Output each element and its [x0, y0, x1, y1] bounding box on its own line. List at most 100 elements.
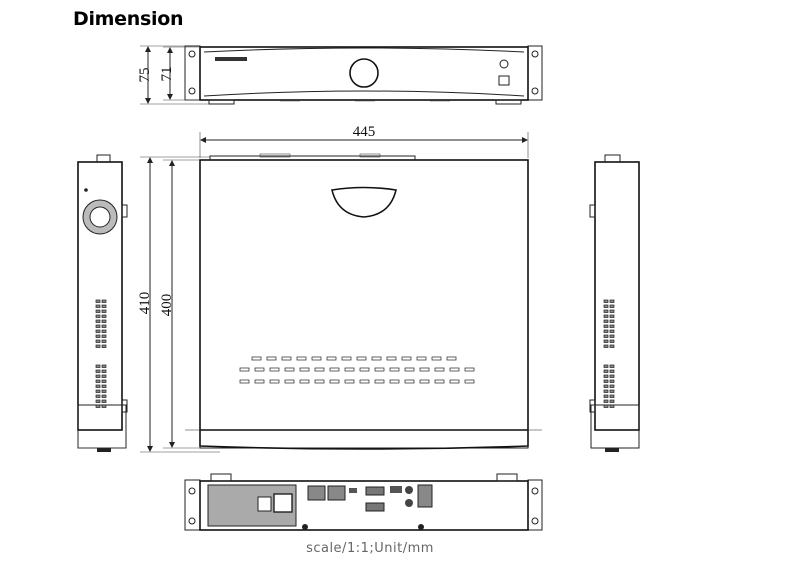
vent-slot	[446, 356, 457, 361]
vent-slot	[254, 367, 265, 372]
vent-slot	[603, 404, 609, 408]
vent-slot	[344, 379, 355, 384]
vent-slot	[269, 379, 280, 384]
vent-slot	[284, 367, 295, 372]
vent-slot	[95, 384, 101, 388]
vent-slot	[95, 389, 101, 393]
vent-slot	[239, 367, 250, 372]
vent-slot	[609, 389, 615, 393]
vent-slot	[356, 356, 367, 361]
vent-slot	[609, 304, 615, 308]
vent-slot	[609, 324, 615, 328]
vent-slot	[95, 324, 101, 328]
vent-slot	[609, 329, 615, 333]
vent-slot	[95, 309, 101, 313]
vent-slot	[101, 379, 107, 383]
vent-slot	[101, 394, 107, 398]
vent-slot	[603, 299, 609, 303]
vent-slot	[269, 367, 280, 372]
vent-slot	[449, 379, 460, 384]
vent-slot	[603, 379, 609, 383]
vent-slot	[95, 394, 101, 398]
vent-slot	[464, 379, 475, 384]
vent-slot	[603, 334, 609, 338]
vent-slot	[101, 334, 107, 338]
vent-slot	[95, 339, 101, 343]
vent-slot	[101, 344, 107, 348]
vent-slot	[101, 384, 107, 388]
vent-slot	[609, 339, 615, 343]
front-view: 75 71	[137, 45, 543, 105]
vent-slot	[389, 367, 400, 372]
vent-slot	[101, 314, 107, 318]
dim-front-height-overall: 75	[137, 68, 153, 83]
vent-slot	[404, 367, 415, 372]
vent-slot	[299, 367, 310, 372]
vent-slot	[95, 314, 101, 318]
vent-slot	[329, 379, 340, 384]
vent-slot	[603, 364, 609, 368]
vent-slot	[603, 394, 609, 398]
vent-slot	[95, 404, 101, 408]
vent-slot	[374, 379, 385, 384]
vent-slot	[603, 309, 609, 313]
vent-slot	[101, 309, 107, 313]
vent-slot	[404, 379, 415, 384]
vent-slot	[101, 374, 107, 378]
vent-slot	[374, 367, 385, 372]
vent-slot	[95, 299, 101, 303]
vent-slot	[603, 399, 609, 403]
dim-depth-body: 400	[159, 294, 175, 317]
vent-slot	[314, 367, 325, 372]
vent-slot	[609, 394, 615, 398]
vent-slot	[101, 399, 107, 403]
dim-width: 445	[353, 124, 376, 140]
dim-front-height-body: 71	[159, 67, 175, 82]
vent-slot	[603, 329, 609, 333]
vent-slot	[101, 339, 107, 343]
vent-slot	[101, 319, 107, 323]
vent-slot	[344, 367, 355, 372]
vent-slot	[314, 379, 325, 384]
vent-slot	[329, 367, 340, 372]
vent-slot	[359, 367, 370, 372]
vent-slot	[603, 324, 609, 328]
vent-slot	[449, 367, 460, 372]
vent-slot	[284, 379, 295, 384]
vent-slot	[371, 356, 382, 361]
vent-slot	[401, 356, 412, 361]
vent-slot	[95, 369, 101, 373]
vent-slot	[101, 389, 107, 393]
vent-slot	[609, 364, 615, 368]
vent-slot	[464, 367, 475, 372]
scale-note: scale/1:1;Unit/mm	[306, 541, 434, 556]
top-view: 445 410 400	[137, 124, 542, 453]
vent-slot	[603, 384, 609, 388]
vent-slot	[609, 299, 615, 303]
vent-slot	[609, 309, 615, 313]
vent-slot	[266, 356, 277, 361]
vent-slot	[326, 356, 337, 361]
vent-slot	[434, 367, 445, 372]
dim-depth-overall: 410	[137, 292, 153, 315]
vent-slot	[603, 369, 609, 373]
vent-slot	[95, 329, 101, 333]
vent-slot	[603, 304, 609, 308]
vent-slot	[609, 399, 615, 403]
vent-slot	[341, 356, 352, 361]
vent-slot	[101, 324, 107, 328]
right-side-view	[589, 154, 640, 452]
vent-slot	[95, 399, 101, 403]
vent-slot	[95, 379, 101, 383]
vent-slot	[609, 374, 615, 378]
vent-slot	[609, 314, 615, 318]
vent-slot	[609, 404, 615, 408]
vent-slot	[609, 379, 615, 383]
vent-slot	[603, 374, 609, 378]
vent-slot	[239, 379, 250, 384]
vent-slot	[419, 367, 430, 372]
vent-slot	[95, 319, 101, 323]
vent-slot	[434, 379, 445, 384]
vent-slot	[603, 314, 609, 318]
vent-slot	[389, 379, 400, 384]
